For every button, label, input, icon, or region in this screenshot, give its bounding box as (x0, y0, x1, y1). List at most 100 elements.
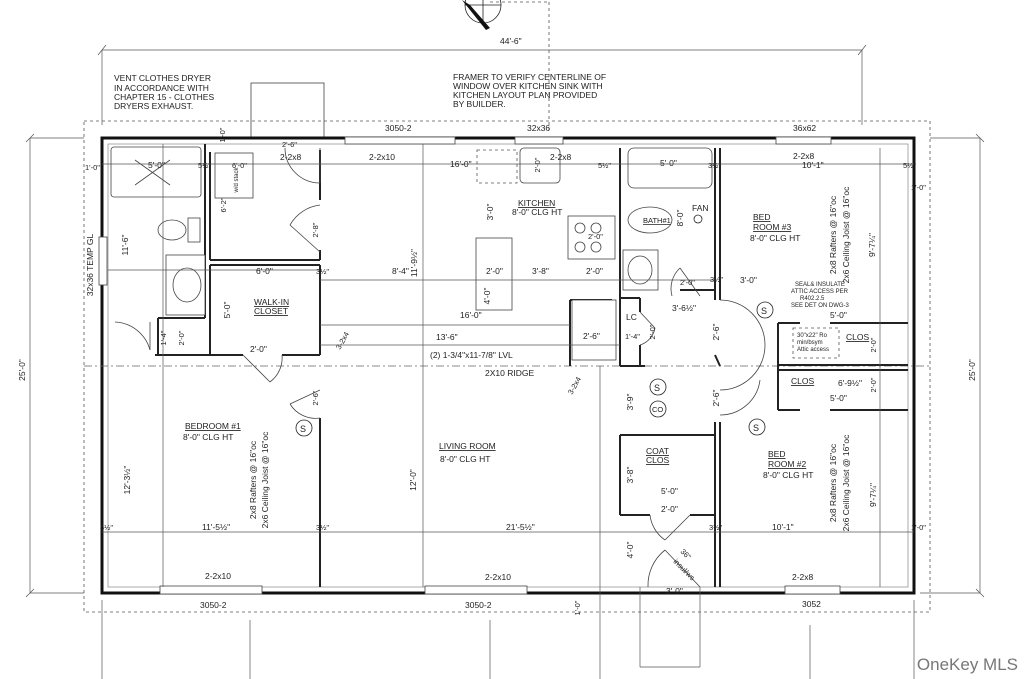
svg-text:SEE DET ON DWG-3: SEE DET ON DWG-3 (791, 303, 850, 309)
svg-text:DRYERS EXHAUST.: DRYERS EXHAUST. (114, 101, 193, 111)
svg-text:2'-6": 2'-6" (282, 140, 297, 149)
svg-text:3½": 3½" (316, 267, 329, 276)
room-bedroom1: BEDROOM #1 8'-0" CLG HT (183, 421, 241, 442)
door-swings (114, 147, 766, 588)
smoke-detector-icon: S (748, 418, 766, 436)
svg-text:4'-0": 4'-0" (482, 288, 492, 305)
roof-overhang-outline (83, 120, 931, 613)
svg-text:6'-2": 6'-2" (219, 197, 228, 212)
svg-text:3'-0": 3'-0" (666, 586, 683, 596)
north-arrow-icon (462, 0, 502, 30)
svg-text:SEAL& INSULATE: SEAL& INSULATE (795, 282, 845, 288)
svg-text:BED: BED (768, 449, 785, 459)
svg-text:3½": 3½" (709, 523, 722, 532)
svg-text:2'-6": 2'-6" (583, 331, 600, 341)
svg-text:5'-0": 5'-0" (661, 486, 678, 496)
svg-text:6'-9½": 6'-9½" (838, 378, 862, 388)
svg-text:5½": 5½" (100, 523, 113, 532)
svg-text:BEDROOM #1: BEDROOM #1 (185, 421, 241, 431)
svg-text:9'-7¼": 9'-7¼" (867, 233, 877, 257)
lvl-label: (2) 1-3/4"x11-7/8" LVL (430, 350, 513, 360)
svg-text:3½": 3½" (708, 161, 721, 170)
svg-text:2'-0": 2'-0" (869, 337, 878, 352)
svg-text:CLOS: CLOS (646, 455, 669, 465)
svg-text:2x6 Ceiling Joist @ 16"oc: 2x6 Ceiling Joist @ 16"oc (841, 434, 851, 531)
co-detector-icon: CO (649, 400, 667, 418)
svg-text:insul/ws: insul/ws (672, 557, 697, 582)
shower: 5'-0" (110, 146, 202, 198)
svg-text:11'-9½": 11'-9½" (409, 249, 419, 277)
svg-text:25'-0": 25'-0" (17, 359, 27, 381)
overall-depth-right: 25'-0" (920, 133, 985, 598)
framing-note-bed2: 2x8 Rafters @ 16"oc 2x6 Ceiling Joist @ … (828, 434, 851, 531)
room-living: LIVING ROOM 8'-0" CLG HT (439, 441, 496, 464)
svg-text:5½": 5½" (903, 161, 916, 170)
dryer-vent-outline (250, 82, 325, 139)
svg-text:32x36 TEMP GL: 32x36 TEMP GL (85, 233, 95, 296)
svg-text:FAN: FAN (692, 203, 709, 213)
svg-text:10'-1": 10'-1" (772, 522, 794, 532)
overall-width-dimension: 44'-6" (97, 36, 867, 125)
svg-text:2x8 Rafters @ 16"oc: 2x8 Rafters @ 16"oc (248, 440, 258, 519)
svg-text:5½": 5½" (598, 161, 611, 170)
svg-text:CLOSET: CLOSET (254, 306, 288, 316)
svg-text:BY BUILDER.: BY BUILDER. (453, 99, 506, 109)
window-top-bed3: 36x62 (775, 123, 832, 145)
svg-text:2-2x8: 2-2x8 (793, 151, 815, 161)
svg-text:6'-0": 6'-0" (232, 161, 247, 170)
room-bath1: BATH#1 FAN (643, 203, 709, 225)
svg-text:10'-1": 10'-1" (802, 160, 824, 170)
room-closet-lower: CLOS (791, 376, 814, 386)
kitchen-island (475, 237, 513, 311)
svg-text:8'-0" CLG HT: 8'-0" CLG HT (750, 233, 800, 243)
window-bottom-bed1: 3050-2 (159, 585, 263, 610)
svg-text:21'-5½": 21'-5½" (506, 522, 535, 532)
room-linen-closet: LC (626, 312, 637, 322)
svg-text:LIVING ROOM: LIVING ROOM (439, 441, 496, 451)
svg-text:3'-6½": 3'-6½" (672, 303, 696, 313)
interior-dimension-lines (101, 144, 915, 679)
exhaust-fan-icon (693, 214, 703, 224)
svg-text:2-2x10: 2-2x10 (485, 572, 511, 582)
svg-text:2'-0": 2'-0" (869, 377, 878, 392)
refrigerator (571, 299, 617, 361)
svg-text:IN ACCORDANCE WITH: IN ACCORDANCE WITH (114, 83, 209, 93)
svg-text:1'-0": 1'-0" (573, 600, 582, 615)
window-top-kitchen: 32x36 (514, 123, 564, 145)
svg-text:5½": 5½" (198, 161, 211, 170)
svg-text:3'-9": 3'-9" (625, 394, 635, 411)
svg-text:8'-0": 8'-0" (675, 210, 685, 227)
svg-text:2'-6": 2'-6" (711, 324, 721, 341)
svg-text:2-2x10: 2-2x10 (369, 152, 395, 162)
watermark: OneKey MLS (916, 655, 1018, 674)
svg-text:2'-0": 2'-0" (250, 344, 267, 354)
room-bed3: BED ROOM #3 8'-0" CLG HT (750, 212, 800, 243)
svg-text:3050-2: 3050-2 (200, 600, 227, 610)
svg-text:2-2x8: 2-2x8 (792, 572, 814, 582)
svg-text:30"x22" Ro: 30"x22" Ro (797, 333, 828, 339)
kitchen-sink (519, 147, 561, 184)
dishwasher (476, 149, 518, 184)
room-coat-closet: COAT CLOS (646, 446, 669, 465)
window-bottom-living: 3050-2 (424, 585, 528, 610)
svg-text:5'-0": 5'-0" (148, 160, 165, 170)
svg-text:8'-0" CLG HT: 8'-0" CLG HT (183, 432, 233, 442)
svg-text:2x6 Ceiling Joist @ 16"oc: 2x6 Ceiling Joist @ 16"oc (841, 186, 851, 283)
svg-text:25'-0": 25'-0" (967, 359, 977, 381)
svg-text:3'-8": 3'-8" (625, 467, 635, 484)
room-kitchen: KITCHEN 8'-0" CLG HT (512, 198, 562, 217)
svg-text:2'-8": 2'-8" (311, 222, 320, 237)
framing-note-bed1: 2x8 Rafters @ 16"oc 2x6 Ceiling Joist @ … (248, 431, 270, 528)
attic-note: SEAL& INSULATE ATTIC ACCESS PER R402.2.5… (791, 282, 850, 309)
range (567, 215, 616, 260)
svg-text:2-2x8: 2-2x8 (280, 152, 302, 162)
sink-master (165, 254, 206, 316)
overall-width-label: 44'-6" (500, 36, 522, 46)
toilet-bath1 (627, 206, 673, 234)
svg-text:8'-0" CLG HT: 8'-0" CLG HT (512, 207, 562, 217)
room-closet-upper: CLOS (846, 332, 869, 342)
svg-text:3'-0": 3'-0" (740, 275, 757, 285)
svg-text:S: S (300, 424, 306, 434)
svg-text:2'-0": 2'-0" (177, 330, 186, 345)
svg-text:3050-2: 3050-2 (465, 600, 492, 610)
